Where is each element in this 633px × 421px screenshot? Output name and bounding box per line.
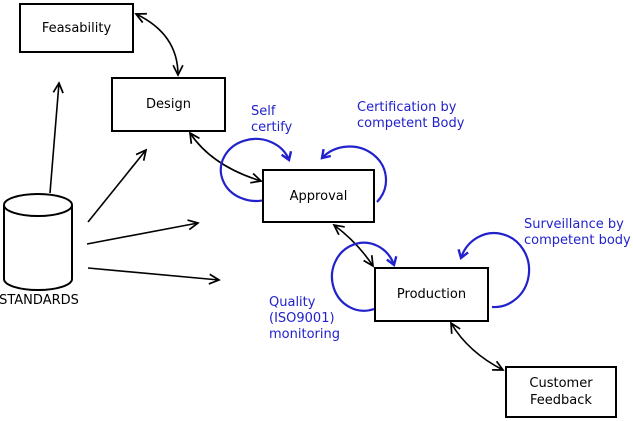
annotation-surveillance: Surveillance by competent body bbox=[524, 217, 631, 248]
annotation-self-certify: Self certify bbox=[251, 104, 293, 135]
loop-surveillance bbox=[457, 231, 531, 309]
loop-quality-monitoring bbox=[330, 241, 398, 312]
edge-feasability-design bbox=[136, 14, 178, 75]
node-production-label: Production bbox=[396, 287, 467, 302]
annotation-quality-monitoring: Quality (ISO9001) monitoring bbox=[269, 295, 340, 342]
edge-design-approval bbox=[190, 133, 261, 181]
edge-standards-design bbox=[87, 150, 146, 223]
node-feasability: Feasability bbox=[19, 3, 134, 53]
edge-standards-approval bbox=[86, 223, 198, 245]
node-production: Production bbox=[374, 267, 489, 322]
node-approval-label: Approval bbox=[289, 188, 348, 204]
node-design-label: Design bbox=[146, 97, 191, 112]
edge-production-customer-feedback bbox=[451, 323, 503, 370]
edge-standards-feasability bbox=[49, 83, 59, 194]
edge-standards-production bbox=[87, 267, 219, 280]
annotation-certification: Certification by competent Body bbox=[357, 100, 465, 131]
standards-label: STANDARDS bbox=[0, 293, 79, 308]
loop-self-certify bbox=[219, 137, 293, 202]
node-customer-feedback-label: Customer Feedback bbox=[529, 376, 593, 408]
cylinder-body bbox=[3, 205, 73, 291]
loop-certification bbox=[320, 145, 388, 203]
cylinder-top bbox=[3, 193, 73, 217]
standards-cylinder bbox=[3, 193, 73, 291]
node-customer-feedback: Customer Feedback bbox=[505, 366, 617, 418]
node-approval: Approval bbox=[262, 169, 375, 223]
node-design: Design bbox=[111, 77, 226, 132]
node-feasability-label: Feasability bbox=[41, 20, 112, 36]
